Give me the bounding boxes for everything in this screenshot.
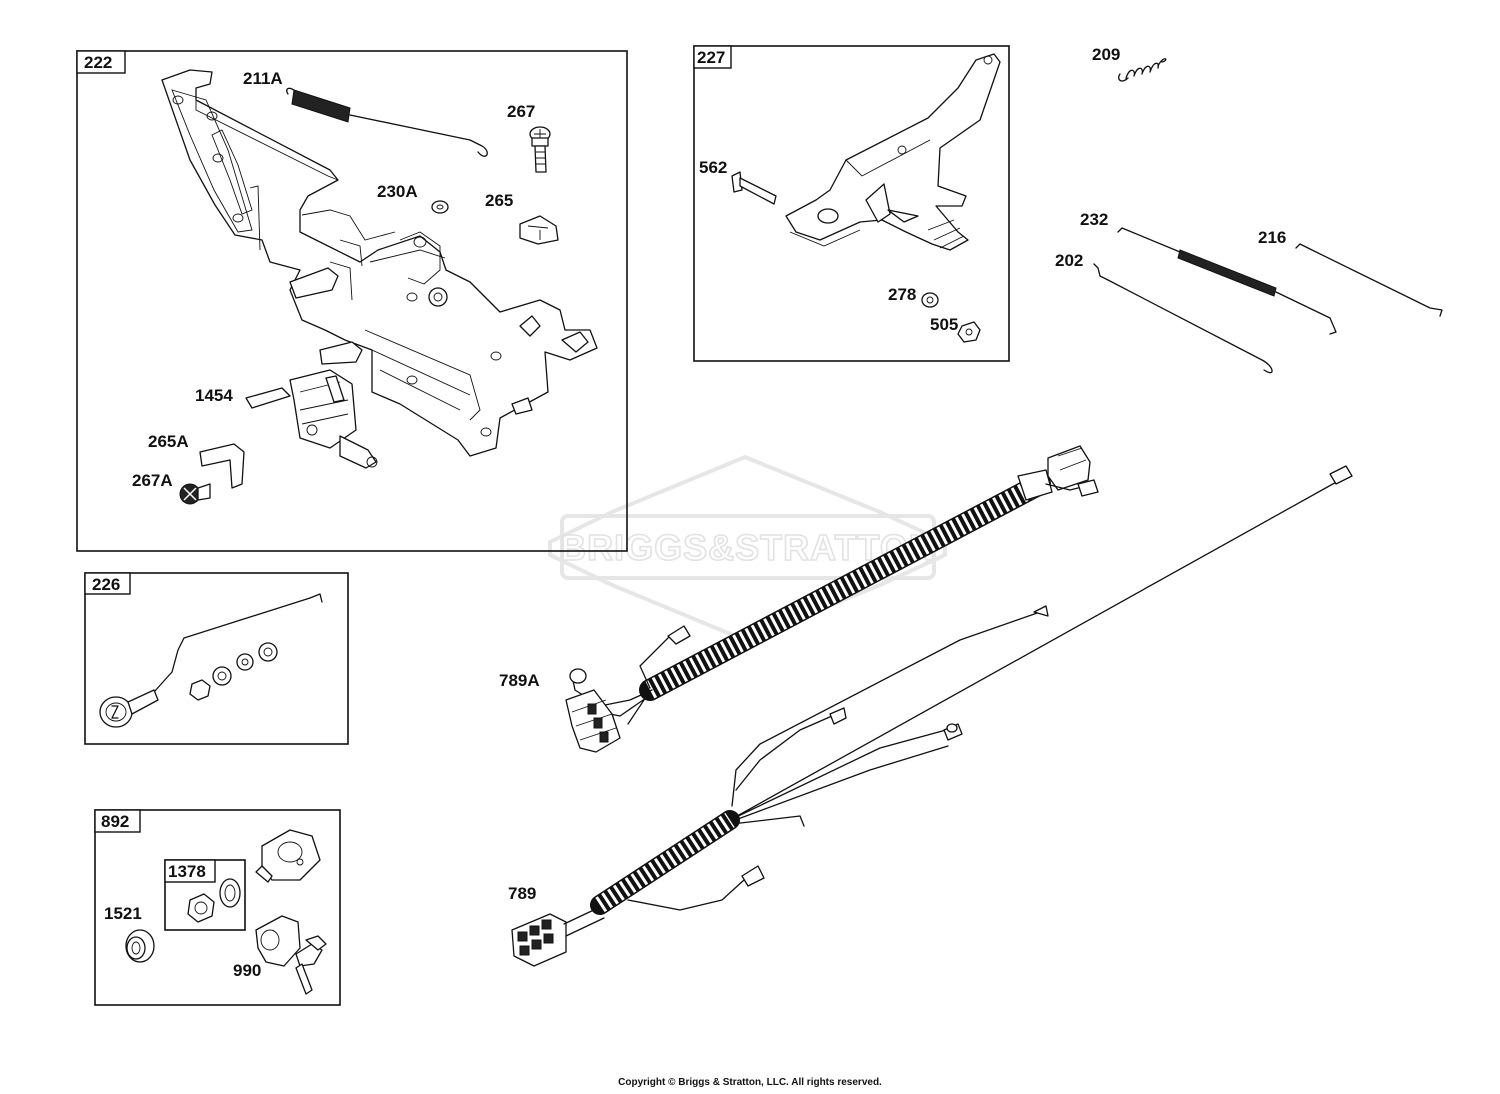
throttle-lever-part[interactable] — [785, 53, 1001, 251]
group-222-label[interactable]: 222 — [84, 53, 112, 72]
group-227-label[interactable]: 227 — [697, 48, 725, 67]
pin-562-part[interactable] — [731, 171, 777, 205]
group-892: 892 1378 — [94, 809, 341, 1006]
spring-211A-part[interactable] — [286, 87, 488, 157]
label-267A[interactable]: 267A — [132, 471, 173, 490]
switch-housing-990-part[interactable] — [255, 915, 301, 967]
label-990[interactable]: 990 — [233, 961, 261, 980]
label-211A[interactable]: 211A — [243, 69, 283, 88]
ignition-switch-part[interactable] — [255, 829, 321, 883]
screw-267-part[interactable] — [529, 126, 551, 173]
washer-278-part[interactable] — [921, 292, 939, 308]
label-267[interactable]: 267 — [507, 102, 535, 121]
group-226-label[interactable]: 226 — [92, 575, 120, 594]
label-265[interactable]: 265 — [485, 191, 513, 210]
control-bracket-part[interactable] — [161, 69, 598, 457]
clip-265-part[interactable] — [519, 215, 559, 245]
washer-230A-part[interactable] — [431, 200, 449, 214]
label-265A[interactable]: 265A — [148, 432, 189, 451]
nut-505-part[interactable] — [957, 321, 981, 343]
rod-202-part[interactable] — [1093, 263, 1273, 374]
keys-part[interactable] — [295, 935, 327, 995]
label-230A[interactable]: 230A — [377, 182, 418, 201]
label-1454[interactable]: 1454 — [195, 386, 233, 405]
group-1378-label[interactable]: 1378 — [168, 862, 206, 881]
label-216[interactable]: 216 — [1258, 228, 1286, 247]
label-202[interactable]: 202 — [1055, 251, 1083, 270]
screw-267A-part[interactable] — [179, 483, 211, 505]
clip-265A-part[interactable] — [199, 443, 245, 489]
group-227: 227 562 278 505 — [693, 45, 1010, 362]
label-1521[interactable]: 1521 — [104, 904, 142, 923]
label-505[interactable]: 505 — [930, 315, 958, 334]
group-892-frame — [94, 809, 341, 1006]
group-222-frame — [76, 50, 628, 552]
rod-216-part[interactable] — [1295, 243, 1443, 317]
group-222: 222 — [76, 50, 628, 552]
group-227-frame — [693, 45, 1010, 362]
rod-232-part[interactable] — [1117, 227, 1337, 335]
group-226: 226 — [84, 572, 349, 745]
label-278[interactable]: 278 — [888, 285, 916, 304]
label-789A[interactable]: 789A — [499, 671, 540, 690]
knob-1521-part[interactable] — [125, 929, 155, 963]
switch-1454-part[interactable] — [245, 369, 378, 469]
group-892-label[interactable]: 892 — [101, 812, 129, 831]
label-562[interactable]: 562 — [699, 158, 727, 177]
choke-knob-rod-part[interactable] — [99, 593, 323, 728]
wire-harness-789A-part[interactable] — [565, 445, 1099, 753]
label-209[interactable]: 209 — [1092, 45, 1120, 64]
nuts-washers-part[interactable] — [189, 642, 278, 701]
wire-harness-789-part[interactable] — [511, 465, 1353, 967]
nut-washer-1378-part[interactable] — [187, 878, 241, 923]
copyright-footer: Copyright © Briggs & Stratton, LLC. All … — [618, 1077, 882, 1088]
group-226-frame — [84, 572, 349, 745]
label-232[interactable]: 232 — [1080, 210, 1108, 229]
label-789[interactable]: 789 — [508, 884, 536, 903]
spring-209-part[interactable] — [1118, 58, 1167, 82]
watermark-logo: BRIGGS&STRATTON — [548, 454, 947, 643]
